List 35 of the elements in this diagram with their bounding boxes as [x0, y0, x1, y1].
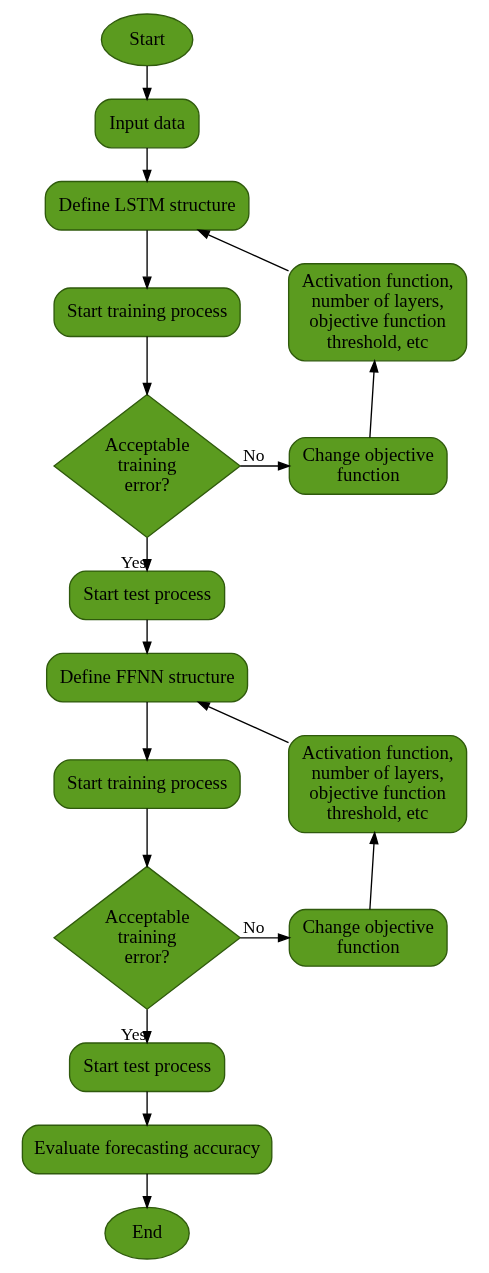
arrow — [142, 701, 152, 762]
arrow — [142, 807, 152, 869]
arrow — [142, 1173, 152, 1210]
node-box: Start test process — [68, 1042, 226, 1093]
arrow — [239, 933, 292, 943]
arrow — [239, 461, 292, 471]
node-box: Input data — [94, 98, 200, 149]
node-box: Evaluate forecasting accuracy — [21, 1124, 273, 1175]
arrow — [142, 335, 152, 397]
edge-label: No — [243, 445, 265, 466]
node-box: Define FFNN structure — [46, 652, 249, 703]
arrow — [142, 65, 152, 102]
node-box: Start test process — [68, 570, 226, 621]
node-diamond: Acceptable training error? — [52, 865, 242, 1011]
arrow — [142, 619, 152, 656]
node-box: Define LSTM structure — [44, 180, 250, 231]
node-box: Change objective function — [288, 908, 448, 967]
arrow — [142, 147, 152, 184]
edge-label: No — [243, 916, 265, 937]
node-ellipse: Start — [100, 13, 194, 67]
arrow — [196, 701, 290, 744]
arrow — [369, 358, 379, 439]
node-ellipse: End — [104, 1206, 190, 1260]
arrow — [142, 229, 152, 290]
node-box: Activation function, number of layers, objective function threshold, etc — [287, 734, 468, 834]
edge-label: Yes — [120, 551, 147, 572]
node-box: Change objective function — [288, 436, 448, 495]
edge-label: Yes — [120, 1023, 147, 1044]
node-box: Start training process — [53, 287, 241, 338]
arrow — [369, 830, 379, 911]
arrow — [196, 229, 290, 272]
arrow — [142, 1090, 152, 1127]
node-diamond: Acceptable training error? — [52, 393, 242, 539]
node-box: Activation function, number of layers, objective function threshold, etc — [287, 263, 468, 362]
node-box: Start training process — [53, 759, 241, 810]
